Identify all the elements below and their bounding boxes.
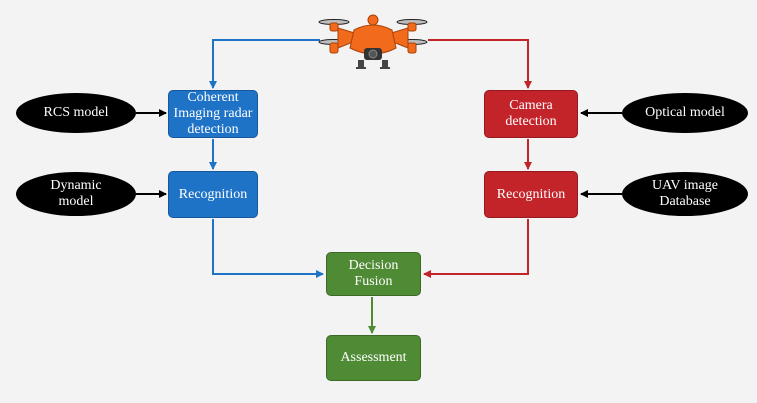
arrow-drone-to-camera — [428, 39, 532, 89]
arrow-left-recognition-to-fusion — [212, 219, 324, 278]
camera-detection-box: Camera detection — [484, 90, 578, 138]
coherent-radar-detection-box: Coherent Imaging radar detection — [168, 90, 258, 138]
arrow-drone-to-radar — [209, 39, 320, 89]
arrow-right-recognition-to-fusion — [423, 219, 529, 278]
dynamic-model-ellipse: Dynamic model — [16, 172, 136, 216]
optical-model-ellipse: Optical model — [622, 93, 748, 133]
rcs-model-ellipse: RCS model — [16, 93, 136, 133]
uav-image-database-ellipse: UAV image Database — [622, 172, 748, 216]
right-recognition-box: Recognition — [484, 171, 578, 218]
left-recognition-box: Recognition — [168, 171, 258, 218]
assessment-box: Assessment — [326, 335, 421, 381]
quadcopter-drone-icon — [318, 14, 428, 69]
decision-fusion-box: Decision Fusion — [326, 252, 421, 296]
